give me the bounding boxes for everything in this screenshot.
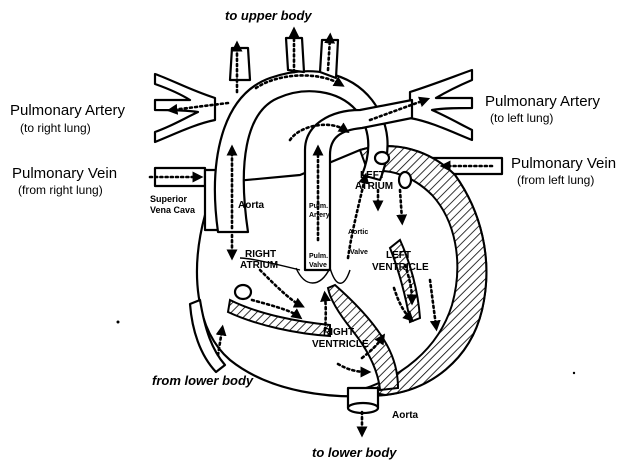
la-opening-1	[375, 152, 389, 164]
speck	[573, 372, 575, 374]
speck	[117, 321, 120, 324]
label-pa-right-1: Pulmonary Artery	[10, 102, 126, 119]
label-to-upper-body: to upper body	[225, 8, 312, 23]
label-right-atrium-2: ATRIUM	[240, 260, 278, 271]
label-pv-left-1: Pulmonary Vein	[511, 155, 616, 172]
label-pv-right-1: Pulmonary Vein	[12, 165, 117, 182]
label-pulm-valve-1: Pulm.	[309, 253, 328, 260]
label-to-lower-body: to lower body	[312, 445, 397, 460]
label-pulm-artery-1: Pulm.	[309, 203, 328, 210]
label-pa-left-2: (to left lung)	[490, 111, 553, 125]
label-pa-right-2: (to right lung)	[20, 121, 91, 135]
label-left-atrium-1: LEFT	[360, 170, 385, 181]
label-svc-2: Vena Cava	[150, 205, 196, 215]
label-from-lower-body: from lower body	[152, 373, 254, 388]
label-pv-left-2: (from left lung)	[517, 173, 594, 187]
label-pv-right-2: (from right lung)	[18, 183, 103, 197]
label-aortic-valve-2: Valve	[350, 249, 368, 256]
label-aorta-upper: Aorta	[238, 200, 265, 211]
label-pa-left-1: Pulmonary Artery	[485, 93, 601, 110]
label-right-atrium-1: RIGHT	[245, 249, 276, 260]
label-left-ventricle-1: LEFT	[386, 250, 411, 261]
label-pulm-artery-2: Artery	[309, 212, 330, 219]
label-svc-1: Superior	[150, 194, 188, 204]
label-aorta-lower: Aorta	[392, 410, 419, 421]
pulmonary-artery-left-branches	[410, 70, 472, 140]
label-right-ventricle-2: VENTRICLE	[312, 339, 369, 350]
la-opening-2	[399, 172, 411, 188]
label-aortic-valve-1: Aortic	[348, 229, 368, 236]
rv-opening	[235, 285, 251, 299]
label-pulm-valve-2: Valve	[309, 262, 327, 269]
label-left-atrium-2: ATRIUM	[355, 181, 393, 192]
label-right-ventricle-1: RIGHT	[323, 327, 354, 338]
label-left-ventricle-2: VENTRICLE	[372, 262, 429, 273]
